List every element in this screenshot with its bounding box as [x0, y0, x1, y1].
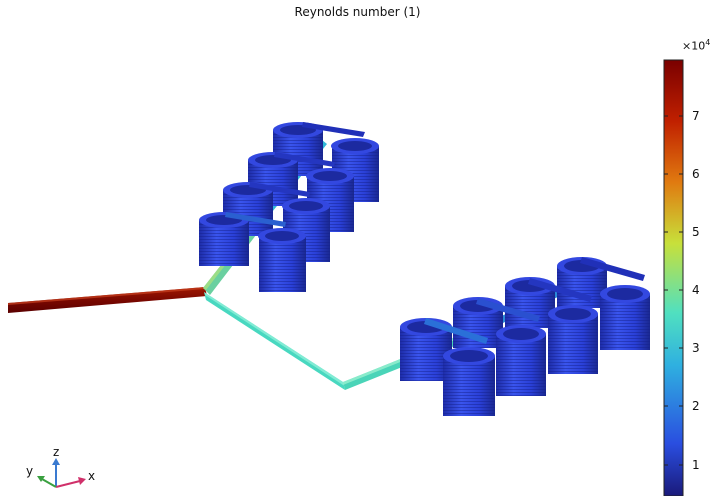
- plot-title: Reynolds number (1): [294, 5, 421, 19]
- axes-triad: [37, 458, 86, 488]
- colorbar-exponent: ×104: [682, 38, 710, 53]
- colorbar-tick-6: 6: [692, 167, 700, 181]
- colorbar-exponent-base: ×10: [682, 39, 706, 53]
- upper-coil-group: [199, 122, 379, 292]
- colorbar-tick-5: 5: [692, 225, 700, 239]
- colorbar-tick-2: 2: [692, 399, 700, 413]
- colorbar: [663, 59, 684, 496]
- right-coil-group: [400, 257, 650, 416]
- colorbar-exponent-power: 4: [705, 38, 711, 47]
- colorbar-tick-4: 4: [692, 283, 700, 297]
- colorbar-tick-7: 7: [692, 109, 700, 123]
- z-axis-label: z: [53, 445, 60, 459]
- inlet-pipe: [8, 287, 207, 313]
- colorbar-tick-3: 3: [692, 341, 700, 355]
- colorbar-tick-1: 1: [692, 458, 700, 472]
- colorbar-labels: ×104 1 2 3 4 5 6 7: [660, 38, 715, 496]
- y-axis-label: y: [26, 464, 34, 478]
- x-axis-label: x: [88, 469, 96, 483]
